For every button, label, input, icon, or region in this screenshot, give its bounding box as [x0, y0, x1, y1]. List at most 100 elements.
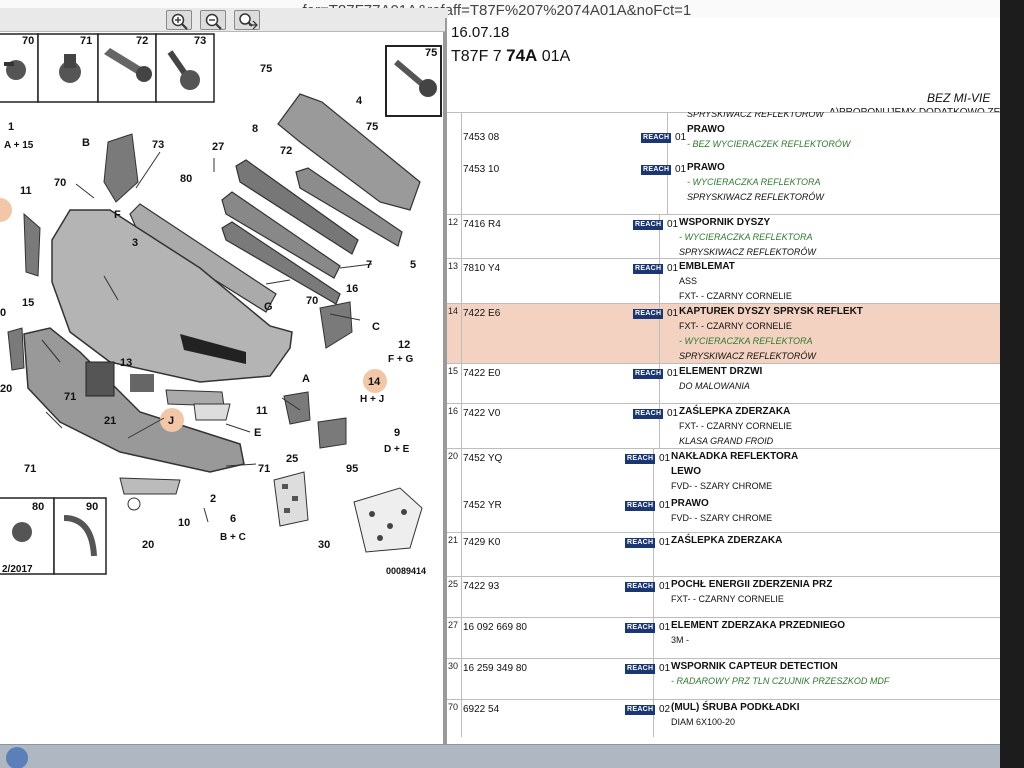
callout-6-sub: B + C — [220, 532, 246, 543]
part-code[interactable]: 7422 E0 — [463, 368, 501, 379]
column-divider — [653, 700, 654, 737]
column-divider — [659, 304, 660, 363]
zoom-in-icon — [171, 13, 188, 30]
callout-A: A — [302, 373, 310, 385]
reach-badge: REACH — [633, 309, 664, 319]
part-description: WSPORNIK CAPTEUR DETECTION — [671, 661, 838, 672]
part-description: KLASA GRAND FROID — [679, 436, 774, 446]
column-divider — [659, 404, 660, 448]
callout-80: 80 — [180, 173, 192, 185]
part-code[interactable]: 7452 YQ — [463, 453, 503, 464]
reach-badge: REACH — [625, 582, 656, 592]
callout-25: 25 — [286, 453, 298, 465]
callout-6: 6 — [230, 513, 236, 525]
callout-71: 71 — [80, 35, 92, 47]
part-description: FXT- - CZARNY CORNELIE — [679, 321, 792, 331]
brackets — [7, 133, 353, 449]
part-quantity: 02 — [659, 704, 671, 715]
part-code[interactable]: 6922 54 — [463, 704, 500, 715]
callout-1-sub: A + 15 — [4, 140, 34, 151]
diagram-reference: 00089414 — [386, 566, 426, 576]
part-description: ZAŚLEPKA ZDERZAKA — [679, 406, 791, 417]
reach-badge: REACH — [633, 369, 664, 379]
part-description: PRAWO — [671, 498, 709, 509]
callout-75-box: 75 — [425, 47, 437, 59]
column-divider — [667, 113, 668, 214]
monitor-bezel — [1000, 0, 1024, 768]
callout-F: F — [114, 209, 121, 221]
part-description: ELEMENT DRZWI — [679, 366, 763, 377]
callout-90-box: 90 — [86, 501, 98, 513]
part-description: FVD- - SZARY CHROME — [671, 513, 773, 523]
start-button[interactable] — [6, 747, 28, 768]
catalog-reference: T87F 7 74A 01A — [451, 46, 570, 66]
reach-badge: REACH — [633, 409, 664, 419]
column-divider — [653, 533, 654, 576]
callout-10: 10 — [178, 517, 190, 529]
part-description: - RADAROWY PRZ TLN CZUJNIK PRZESZKOD MDF — [671, 676, 890, 686]
part-code[interactable]: 7422 E6 — [463, 308, 501, 319]
part-quantity: 01 — [667, 263, 679, 274]
callout-70: 70 — [22, 35, 34, 47]
callout-95: 95 — [346, 463, 358, 475]
row-index: 16 — [447, 404, 462, 448]
part-code[interactable]: 7429 K0 — [463, 537, 501, 548]
reach-badge: REACH — [625, 705, 656, 715]
zoom-fit-button[interactable] — [234, 10, 260, 30]
part-quantity: 01 — [659, 537, 671, 548]
zoom-out-icon — [205, 13, 222, 30]
part-quantity: 01 — [659, 622, 671, 633]
part-quantity: 01 — [659, 500, 671, 511]
callout-7: 7 — [366, 259, 372, 271]
callout-12-sub: F + G — [388, 354, 414, 365]
part-description: WSPORNIK DYSZY — [679, 217, 771, 228]
catalog-date: 16.07.18 — [451, 24, 510, 41]
part-code[interactable]: 7452 YR — [463, 500, 502, 511]
part-code[interactable]: 16 092 669 80 — [463, 622, 527, 633]
part-code[interactable]: 7416 R4 — [463, 219, 501, 230]
part-code[interactable]: 7810 Y4 — [463, 263, 501, 274]
callout-16: 16 — [346, 283, 358, 295]
callout-3: 3 — [132, 237, 138, 249]
part-code[interactable]: 7422 93 — [463, 581, 500, 592]
callout-9: 9 — [394, 427, 400, 439]
part-code[interactable]: 7453 10 — [463, 164, 500, 175]
part-quantity: 01 — [659, 581, 671, 592]
row-index: 15 — [447, 364, 462, 403]
zoom-out-button[interactable] — [200, 10, 226, 30]
grille-parts — [129, 93, 421, 313]
zoom-fit-icon — [239, 13, 258, 30]
callout-70-right: 70 — [306, 295, 318, 307]
part-quantity: 01 — [667, 308, 679, 319]
parts-diagram[interactable]: 70 71 72 73 75 75 4 75 8 72 — [0, 32, 445, 744]
callout-30: 30 — [318, 539, 330, 551]
part-description: FXT- - CZARNY CORNELIE — [679, 291, 792, 301]
row-index: 14 — [447, 304, 462, 363]
callout-14: 14 — [368, 376, 381, 388]
ref-prefix: T87F 7 — [451, 48, 502, 65]
callout-27: 27 — [212, 141, 224, 153]
callout-13: 13 — [120, 357, 132, 369]
part-description: FXT- - CZARNY CORNELIE — [671, 594, 784, 604]
part-code[interactable]: 7422 V0 — [463, 408, 501, 419]
row-index: 21 — [447, 533, 462, 576]
zoom-in-button[interactable] — [166, 10, 192, 30]
callout-12: 12 — [398, 339, 410, 351]
part-code[interactable]: 7453 08 — [463, 132, 500, 143]
part-code[interactable]: 16 259 349 80 — [463, 663, 527, 674]
callout-71-left: 71 — [64, 391, 76, 403]
part-quantity: 01 — [667, 219, 679, 230]
